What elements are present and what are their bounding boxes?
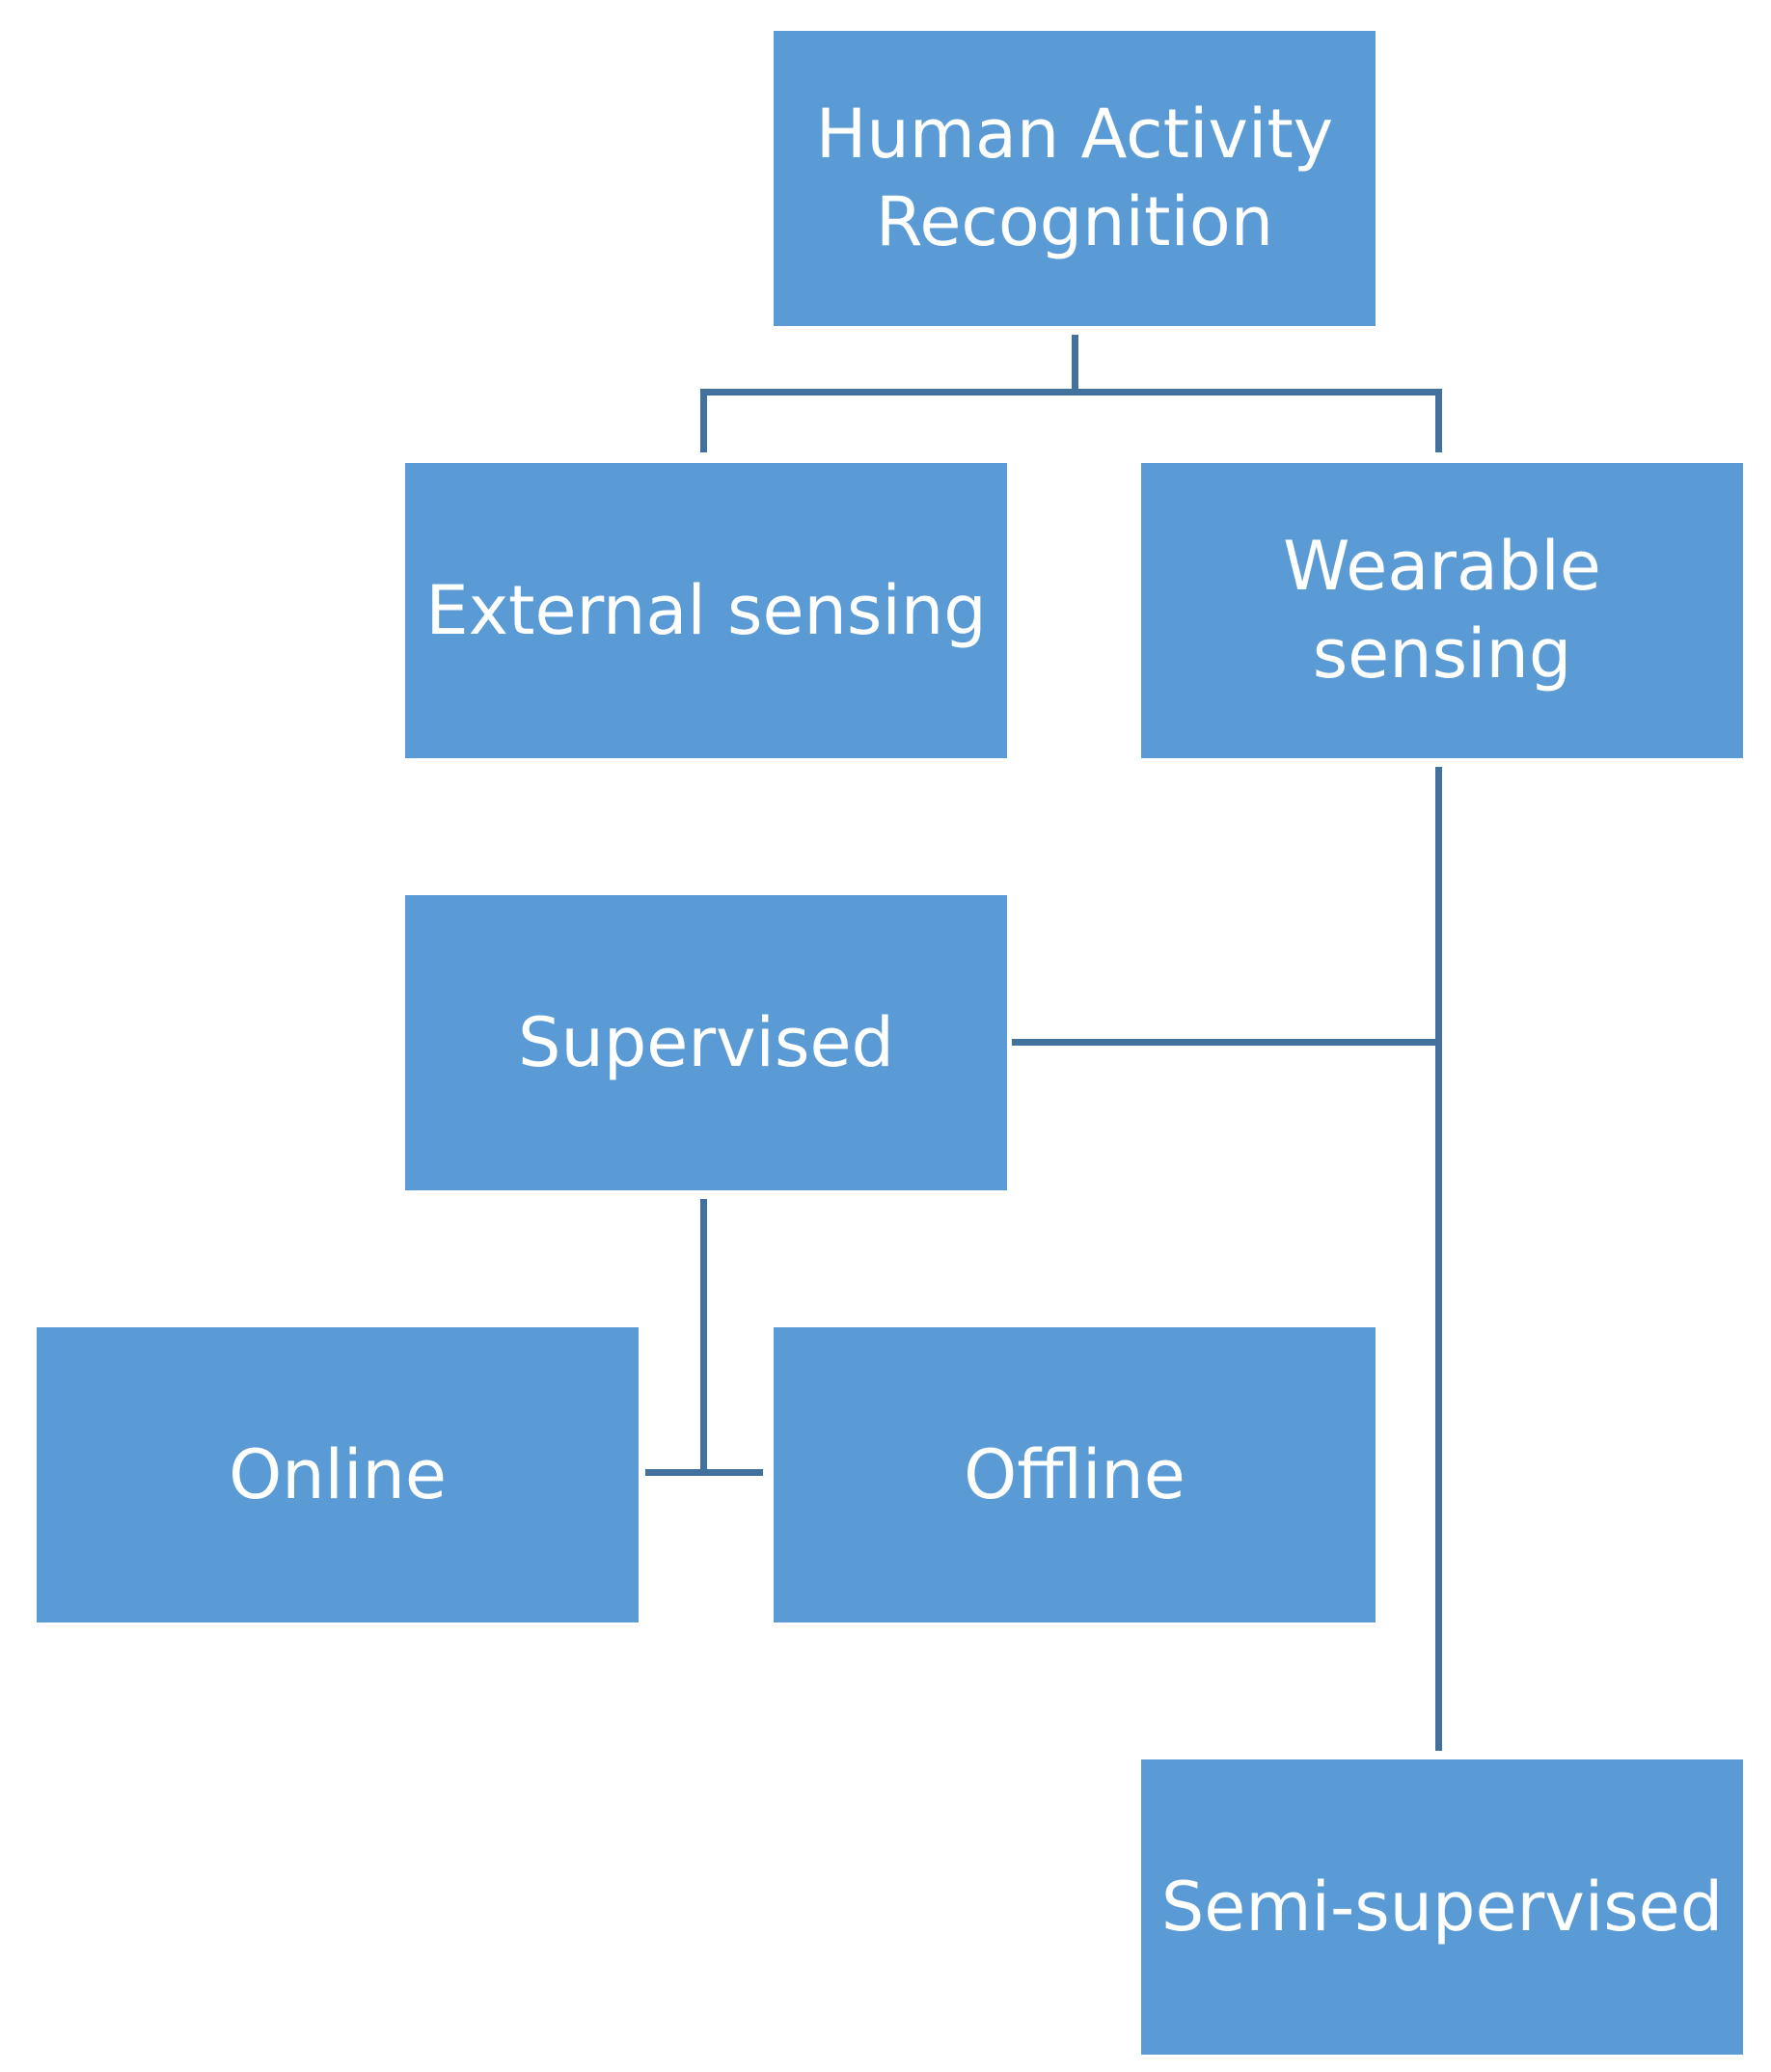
- connector-to-wearable: [1435, 389, 1442, 452]
- connector-root-bar: [700, 389, 1442, 395]
- connector-to-supervised: [1012, 1039, 1442, 1046]
- node-human-activity-recognition: Human Activity Recognition: [774, 31, 1376, 326]
- node-supervised: Supervised: [405, 895, 1007, 1190]
- connector-supervised-stem: [700, 1199, 707, 1474]
- connector-wearable-trunk: [1435, 767, 1442, 1751]
- node-online: Online: [37, 1327, 639, 1622]
- connector-online-offline-bar: [645, 1469, 763, 1476]
- node-external-sensing: External sensing: [405, 463, 1007, 758]
- node-semi-supervised: Semi-supervised: [1141, 1759, 1743, 2055]
- node-offline: Offline: [774, 1327, 1376, 1622]
- connector-to-external: [700, 389, 707, 452]
- connector-root-stem: [1072, 335, 1078, 393]
- node-wearable-sensing: Wearable sensing: [1141, 463, 1743, 758]
